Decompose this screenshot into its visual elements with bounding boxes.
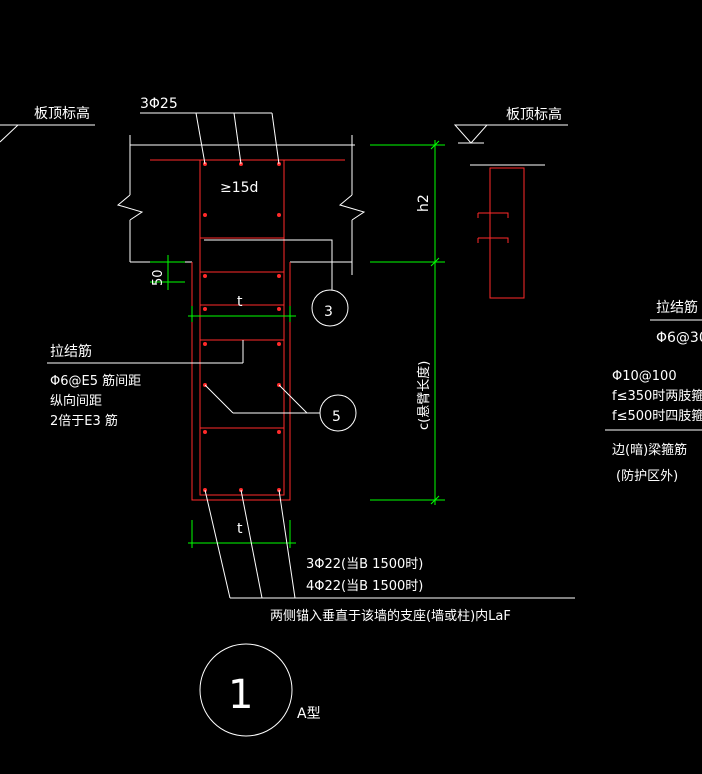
- tie-title: 拉结筋: [50, 343, 92, 360]
- detail-marker: 1 A型: [199, 643, 321, 737]
- right-beam-1: 边(暗)梁箍筋: [612, 442, 687, 458]
- tie-line-2: 纵向间距: [50, 393, 102, 409]
- dim-t-mid-label: t: [237, 294, 243, 310]
- right-tie-title: 拉结筋: [656, 299, 698, 316]
- right-stirrup-2: f≤350时两肢箍: [612, 388, 702, 404]
- bottom-rebar-leader: 3Φ22(当B 1500时) 4Φ22(当B 1500时) 两侧锚入垂直于该墙的…: [204, 489, 575, 624]
- callout-5-label: 5: [332, 409, 341, 425]
- top-rebar-label: 3Φ25: [140, 96, 178, 112]
- dimensions: h2 c(悬臂长度) 50 t t: [150, 140, 445, 548]
- right-beam-2: (防护区外): [616, 468, 678, 484]
- right-stirrup-3: f≤500时四肢箍: [612, 408, 702, 424]
- edge-beam-detail: [470, 164, 545, 299]
- top-rebar-leader: 3Φ25 ≥15d: [140, 96, 280, 196]
- dim-t-bottom-label: t: [237, 521, 243, 537]
- right-tie-spec: Φ6@30: [656, 330, 702, 346]
- dim-c-label: c(悬臂长度): [416, 361, 432, 430]
- bottom-rebar-label-1: 3Φ22(当B 1500时): [306, 557, 423, 572]
- callout-3: 3: [204, 239, 349, 327]
- dim-50-label: 50: [151, 269, 166, 286]
- anchor-note: 两侧锚入垂直于该墙的支座(墙或柱)内LaF: [270, 608, 511, 624]
- tie-bar-note: 拉结筋 Φ6@E5 筋间距 纵向间距 2倍于E3 筋: [47, 340, 244, 429]
- board-top-label-left: 板顶标高: [34, 105, 90, 122]
- tie-line-1: Φ6@E5 筋间距: [50, 373, 141, 389]
- beam-outline: [150, 159, 345, 501]
- right-stirrup-1: Φ10@100: [612, 369, 677, 384]
- stirrup-cage: [199, 159, 285, 496]
- anchor-label: ≥15d: [220, 180, 258, 196]
- elevation-mark-left: 板顶标高: [0, 105, 95, 143]
- slab-outline: [116, 135, 366, 275]
- detail-number: 1: [228, 672, 253, 718]
- tie-line-3: 2倍于E3 筋: [50, 413, 118, 429]
- callout-3-label: 3: [324, 304, 333, 320]
- board-top-label-right: 板顶标高: [506, 106, 562, 123]
- dim-h2-label: h2: [416, 194, 432, 212]
- callout-5: 5: [204, 384, 357, 432]
- detail-type: A型: [297, 706, 321, 722]
- bottom-rebar-label-2: 4Φ22(当B 1500时): [306, 579, 423, 594]
- elevation-mark-right: 板顶标高: [453, 106, 568, 144]
- right-notes: 拉结筋 Φ6@30 Φ10@100 f≤350时两肢箍 f≤500时四肢箍 边(…: [605, 299, 702, 484]
